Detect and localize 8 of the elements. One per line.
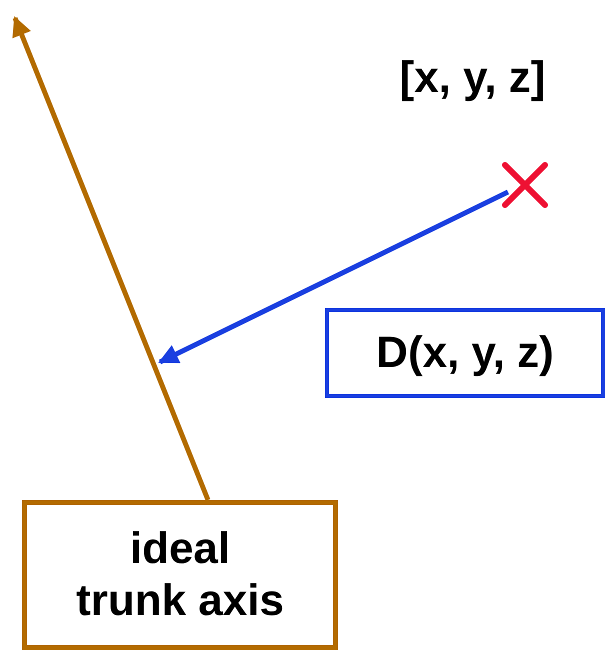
axis-arrow [12, 16, 210, 501]
label-box [325, 308, 605, 398]
label-box [22, 500, 338, 650]
box-label: D(x, y, z) [376, 327, 554, 379]
box-label: ideal trunk axis [75, 523, 285, 627]
cross-marker [502, 162, 548, 208]
coordinate-label: [x, y, z] [398, 52, 546, 104]
axis-arrow [158, 190, 510, 364]
